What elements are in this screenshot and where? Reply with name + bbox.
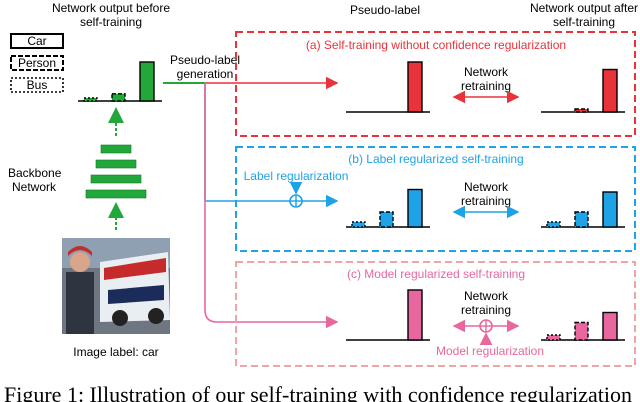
- panel-c-retrain-line2: retraining: [461, 303, 511, 317]
- bar-person: [574, 108, 589, 113]
- bar-person: [111, 93, 126, 102]
- panel-b-retrain-line1: Network: [464, 180, 509, 194]
- legend-car-box: [10, 33, 64, 49]
- net-output-after-line2: self-training: [553, 15, 615, 29]
- bar-car: [602, 191, 618, 228]
- bar-car: [602, 68, 618, 113]
- backbone-label-line1: Backbone: [8, 166, 62, 180]
- panel-c-border: [235, 261, 636, 367]
- chart-a-after-self-training: [541, 68, 625, 113]
- pseudo-label-header: Pseudo-label: [350, 3, 420, 17]
- panel-a-retrain-line1: Network: [464, 65, 509, 79]
- bar-car: [407, 289, 423, 341]
- panel-a-retrain-line2: retraining: [461, 79, 511, 93]
- chart-c-pseudo-label: [346, 289, 430, 341]
- chart-b-after-self-training: [541, 191, 625, 228]
- image-label: Image label: car: [73, 345, 158, 359]
- legend-person-box: [10, 55, 64, 71]
- chart-b-pseudo-label: [346, 188, 430, 228]
- panel-b-retrain-line2: retraining: [461, 194, 511, 208]
- bar-car: [139, 61, 155, 102]
- bar-person: [574, 321, 589, 341]
- label-regularization-text: Label regularization: [244, 169, 349, 183]
- panel-a-border: [235, 31, 636, 137]
- arrow-to-panel-c: [204, 83, 339, 329]
- panel-b-border: [235, 146, 636, 252]
- chart-before-self-training: [78, 61, 162, 102]
- bar-person: [574, 211, 589, 228]
- input-image: [62, 238, 170, 334]
- bar-bus: [546, 334, 561, 341]
- legend-car-label: Car: [27, 34, 46, 48]
- pseudo-gen-label-line2: generation: [177, 67, 234, 81]
- net-output-before-line1: Network output before: [52, 1, 170, 15]
- bar-bus: [83, 97, 98, 102]
- panel-a-title: (a) Self-training without confidence reg…: [306, 38, 566, 52]
- pseudo-gen-label-line1: Pseudo-label: [170, 53, 240, 67]
- backbone-network-icon: [85, 144, 147, 199]
- panel-c-title: (c) Model regularized self-training: [347, 267, 525, 281]
- bar-bus: [351, 221, 366, 228]
- legend-bus-label: Bus: [27, 78, 48, 92]
- legend-bus-box: [10, 77, 64, 93]
- legend: Car Person Bus: [10, 33, 64, 93]
- legend-person-label: Person: [18, 56, 56, 70]
- chart-a-pseudo-label: [346, 61, 430, 113]
- bar-car: [407, 188, 423, 228]
- model-regularization-text: Model regularization: [436, 344, 544, 358]
- panel-c-retrain-line1: Network: [464, 289, 509, 303]
- net-output-after-line1: Network output after: [530, 1, 638, 15]
- backbone-label-line2: Network: [12, 180, 57, 194]
- figure-caption: Figure 1: Illustration of our self-train…: [4, 382, 632, 402]
- bar-car: [407, 61, 423, 113]
- panel-b-title: (b) Label regularized self-training: [348, 152, 523, 166]
- net-output-before-line2: self-training: [80, 15, 142, 29]
- chart-c-after-self-training: [541, 311, 625, 341]
- bar-person: [379, 211, 394, 228]
- bar-bus: [546, 221, 561, 228]
- bar-car: [602, 311, 618, 341]
